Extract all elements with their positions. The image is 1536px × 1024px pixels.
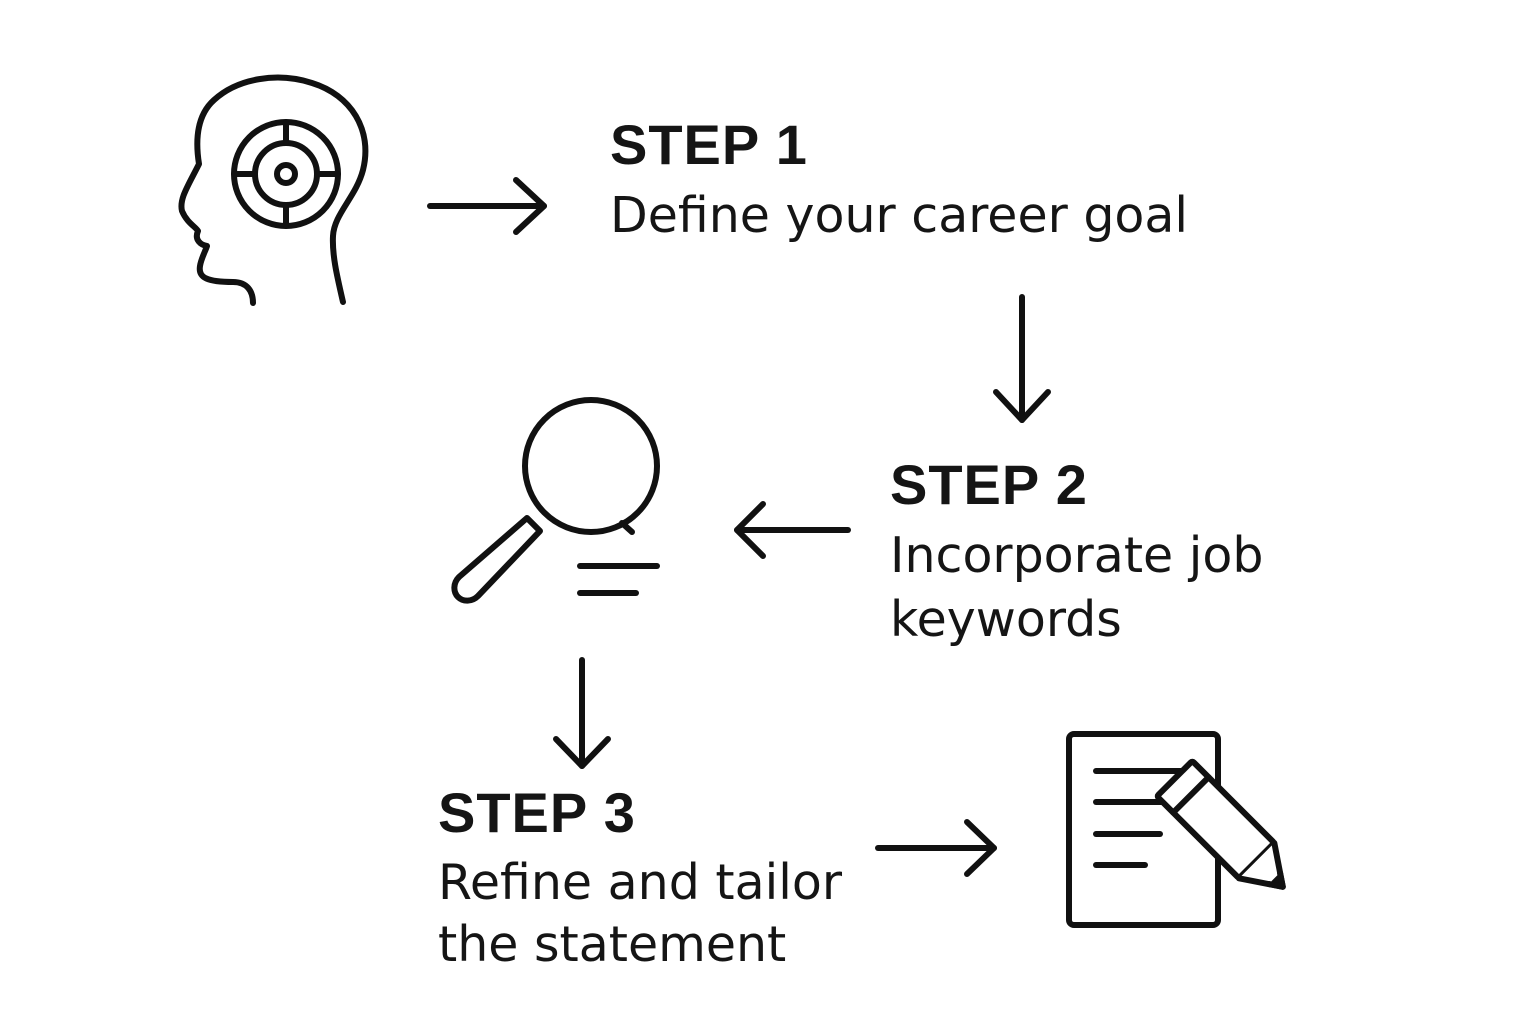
step-1-title: STEP 1 <box>610 113 808 176</box>
step-2-block: STEP 2 Incorporate job keywords <box>890 454 1410 652</box>
step-1-block: STEP 1 Define your career goal <box>610 114 1300 248</box>
step-3-description: Refine and tailor the statement <box>438 854 842 973</box>
arrow-right-1 <box>430 180 544 232</box>
arrow-down-1 <box>996 297 1048 420</box>
step-3-title: STEP 3 <box>438 781 636 844</box>
magnifier-lens <box>525 400 657 532</box>
document-pencil-icon <box>1069 734 1300 925</box>
step-2-title: STEP 2 <box>890 453 1088 516</box>
step-2-description: Incorporate job keywords <box>890 527 1264 648</box>
magnifier-lens-tick <box>622 523 632 532</box>
pencil-icon <box>1157 761 1301 905</box>
head-target-icon <box>181 78 365 303</box>
magnifier-icon <box>454 400 657 601</box>
arrow-right-2 <box>878 822 994 874</box>
step-3-block: STEP 3 Refine and tailor the statement <box>438 782 958 976</box>
arrow-down-2 <box>556 660 608 766</box>
magnifier-handle <box>454 518 540 601</box>
head-outline <box>181 78 365 303</box>
step-1-description: Define your career goal <box>610 187 1189 244</box>
arrow-left-1 <box>737 504 848 556</box>
target-center <box>277 165 295 183</box>
target-middle-ring <box>255 143 317 205</box>
